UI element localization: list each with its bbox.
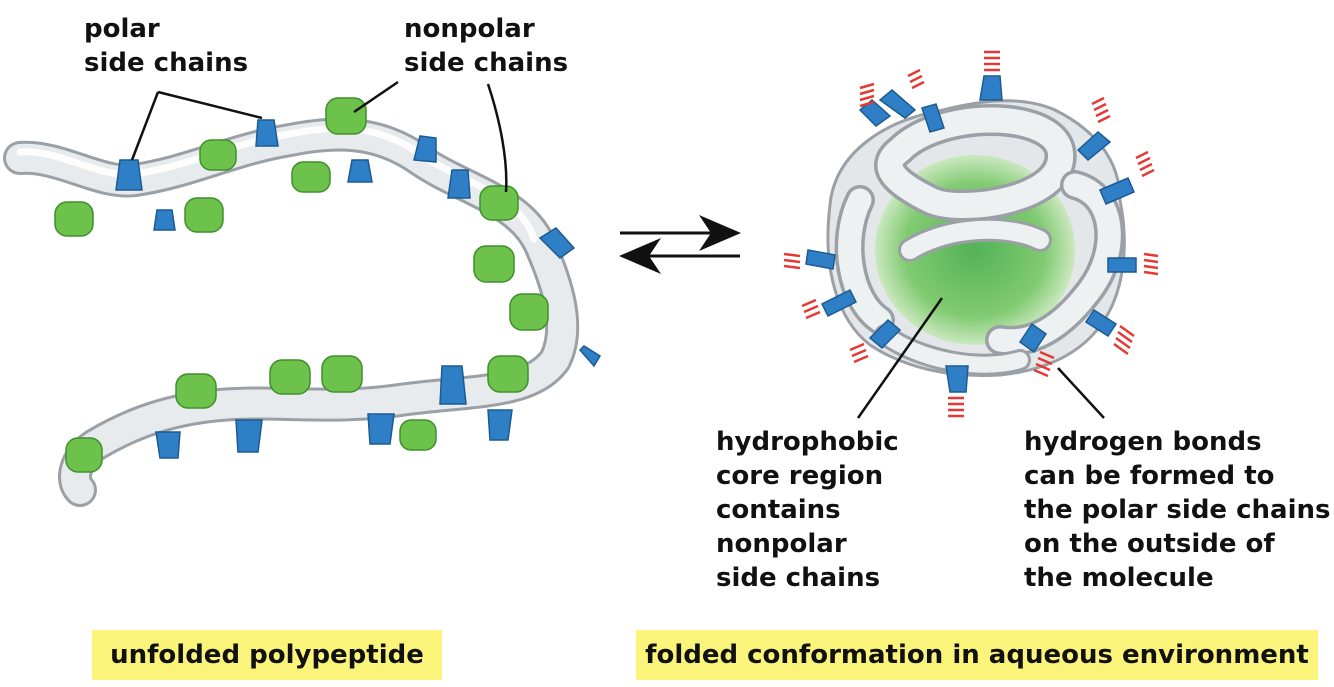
- unfolded-polypeptide: [3, 80, 602, 507]
- folded-polar-side-chain-group: [805, 75, 1137, 393]
- nonpolar-side-chain: [325, 97, 367, 135]
- hydrogen-bond: [783, 252, 801, 270]
- polar-side-chain: [155, 431, 181, 459]
- folded-caption: folded conformation in aqueous environme…: [636, 630, 1318, 680]
- polar-side-chain: [235, 419, 263, 453]
- polar-side-chain: [538, 227, 576, 259]
- hydrogen-bond: [1143, 252, 1159, 276]
- polar-side-chain: [578, 345, 602, 368]
- hydrogen-bond: [984, 50, 1000, 72]
- nonpolar-side-chain: [65, 437, 103, 473]
- folded-protein: [783, 50, 1159, 419]
- polar-side-chain: [153, 209, 176, 231]
- polar-side-chain: [805, 249, 836, 270]
- polar-side-chain: [945, 365, 969, 393]
- hydrogen-bond: [907, 68, 925, 90]
- polar-side-chain: [367, 413, 395, 445]
- nonpolar-side-chain: [479, 185, 519, 221]
- hydrogen-bond: [1135, 150, 1155, 178]
- polar-side-chain: [1076, 131, 1112, 162]
- hydrophobic-core-label: hydrophobic core region contains nonpola…: [716, 427, 899, 593]
- hydrogen-bonds-label: hydrogen bonds can be formed to the pola…: [1024, 427, 1331, 593]
- equilibrium-arrows: [619, 215, 741, 274]
- polar-side-chain: [921, 103, 945, 133]
- nonpolar-side-chain: [509, 293, 549, 331]
- polar-side-chain: [447, 169, 471, 199]
- nonpolar-side-chain: [199, 139, 237, 171]
- polar-leader-line: [130, 90, 263, 161]
- nonpolar-side-chain: [399, 419, 437, 451]
- nonpolar-side-chain: [487, 355, 529, 393]
- nonpolar-side-chain: [291, 161, 331, 193]
- polar-side-chain: [255, 119, 279, 147]
- polar-side-chain: [439, 365, 467, 405]
- polar-side-chain: [820, 288, 858, 318]
- polar-side-chain: [1084, 308, 1118, 338]
- nonpolar-leader-line-right: [486, 83, 508, 193]
- polar-side-chain: [347, 159, 373, 183]
- nonpolar-side-chain: [269, 359, 311, 395]
- nonpolar-leader-line-left: [353, 80, 399, 114]
- hydrogen-bond: [1033, 350, 1055, 378]
- unfolded-caption: unfolded polypeptide: [92, 630, 442, 680]
- polar-side-chain: [868, 318, 902, 350]
- polar-side-chain: [1018, 322, 1048, 354]
- hydrogen-bond: [801, 298, 821, 320]
- hbond-leader-line: [1057, 367, 1105, 419]
- polar-side-chain: [878, 89, 917, 119]
- core-leader-line: [856, 297, 944, 419]
- polar-side-chain: [413, 135, 437, 163]
- nonpolar-side-chain: [184, 197, 224, 233]
- polar-side-chain-group: [115, 119, 602, 459]
- leader-lines-unfolded: [130, 80, 508, 193]
- hydrogen-bond-group: [783, 50, 1159, 418]
- polar-side-chain: [487, 409, 513, 441]
- polar-side-chains-label: polar side chains: [84, 14, 249, 78]
- nonpolar-side-chains-label: nonpolar side chains: [404, 14, 569, 78]
- polar-side-chain: [1099, 177, 1135, 205]
- nonpolar-side-chain: [321, 355, 363, 393]
- nonpolar-side-chain-group: [54, 97, 549, 473]
- nonpolar-side-chain: [54, 201, 94, 237]
- nonpolar-side-chain: [175, 373, 217, 409]
- hydrogen-bond: [1091, 96, 1111, 124]
- hydrogen-bond: [1113, 324, 1135, 356]
- nonpolar-side-chain: [473, 245, 515, 283]
- hydrogen-bond: [859, 82, 875, 108]
- polar-side-chain: [1107, 257, 1137, 273]
- leader-lines-folded: [856, 297, 1105, 419]
- hydrogen-bond: [849, 342, 869, 364]
- polar-side-chain: [979, 75, 1003, 101]
- polar-side-chain: [115, 159, 143, 191]
- hydrogen-bond: [948, 396, 964, 418]
